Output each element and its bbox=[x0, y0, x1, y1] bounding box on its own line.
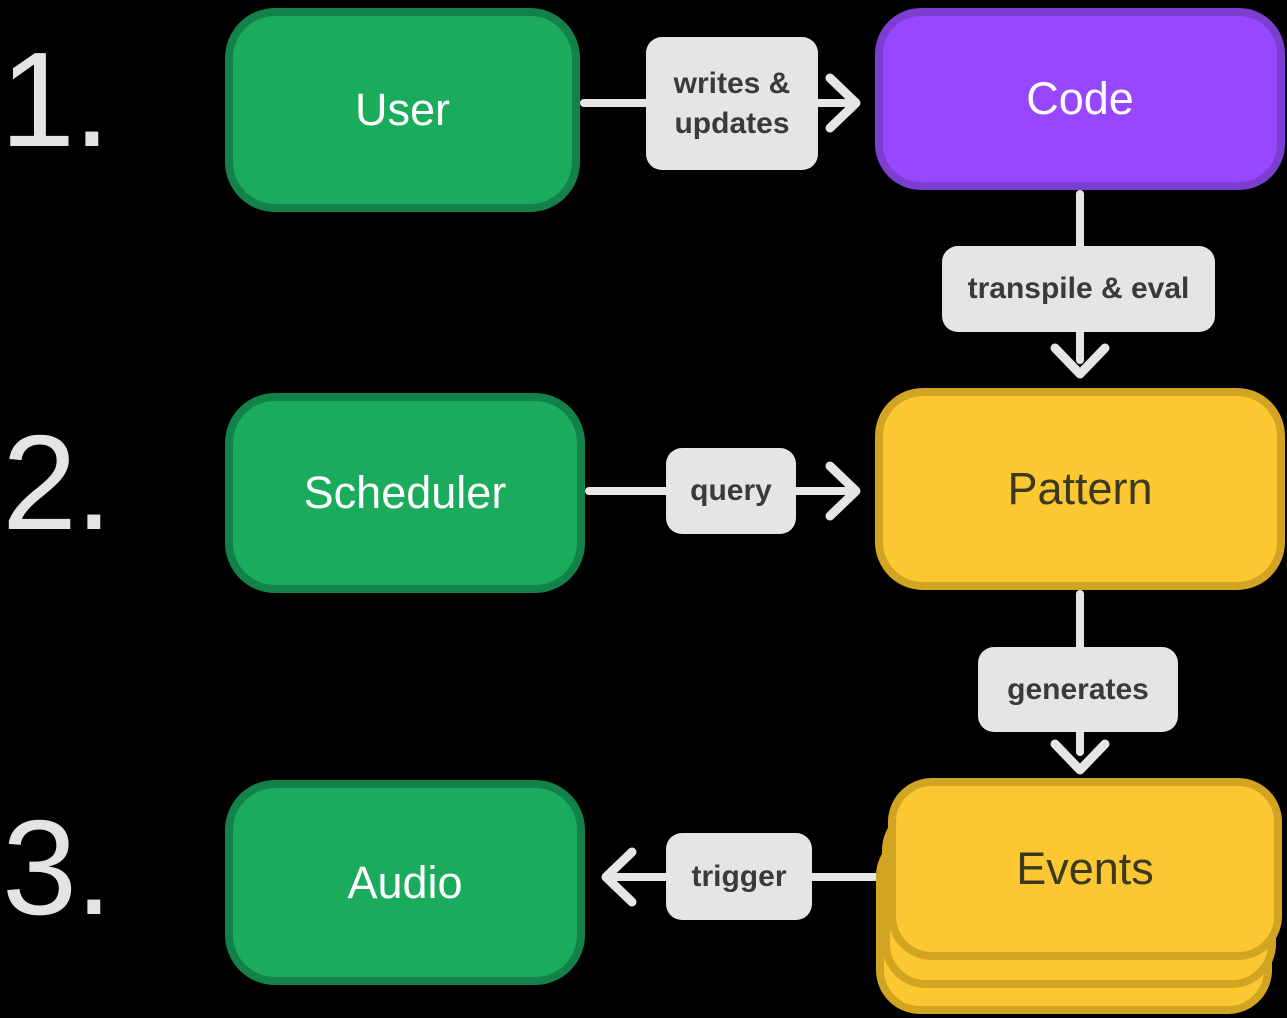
edge-label-query: query bbox=[666, 448, 796, 534]
node-scheduler: Scheduler bbox=[225, 393, 585, 593]
edge-label-transpile-eval: transpile & eval bbox=[942, 246, 1215, 332]
arrowhead-left-events-to-audio bbox=[601, 847, 637, 907]
step-number-1: 1. bbox=[0, 24, 111, 175]
arrowhead-right-user-to-code bbox=[825, 73, 861, 133]
step-number-2: 2. bbox=[2, 407, 113, 558]
node-user: User bbox=[225, 8, 580, 212]
edge-label-transpile-text: transpile & eval bbox=[967, 272, 1190, 306]
edge-label-writes-line2: updates bbox=[674, 106, 790, 140]
node-audio: Audio bbox=[225, 780, 585, 985]
edge-label-generates-text: generates bbox=[1007, 672, 1149, 706]
node-user-label: User bbox=[354, 84, 450, 135]
node-pattern: Pattern bbox=[875, 388, 1285, 590]
edge-label-trigger: trigger bbox=[666, 833, 812, 920]
edge-label-trigger-text: trigger bbox=[691, 859, 787, 893]
node-scheduler-label: Scheduler bbox=[303, 467, 507, 518]
node-code: Code bbox=[875, 8, 1285, 190]
node-code-label: Code bbox=[1026, 73, 1134, 124]
node-pattern-label: Pattern bbox=[1007, 463, 1153, 514]
edge-label-writes-line1: writes & bbox=[673, 66, 791, 100]
arrowhead-down-pattern-to-events bbox=[1050, 739, 1110, 775]
edge-label-query-text: query bbox=[690, 474, 772, 508]
node-events: Events bbox=[888, 778, 1282, 960]
arrowhead-right-scheduler-to-pattern bbox=[825, 461, 861, 521]
node-events-label: Events bbox=[1016, 843, 1154, 894]
edge-label-writes-updates: writes & updates bbox=[646, 37, 818, 170]
node-audio-label: Audio bbox=[347, 856, 463, 908]
arrowhead-down-code-to-pattern bbox=[1050, 343, 1110, 379]
edge-label-generates: generates bbox=[978, 647, 1178, 732]
step-number-3: 3. bbox=[2, 792, 113, 943]
